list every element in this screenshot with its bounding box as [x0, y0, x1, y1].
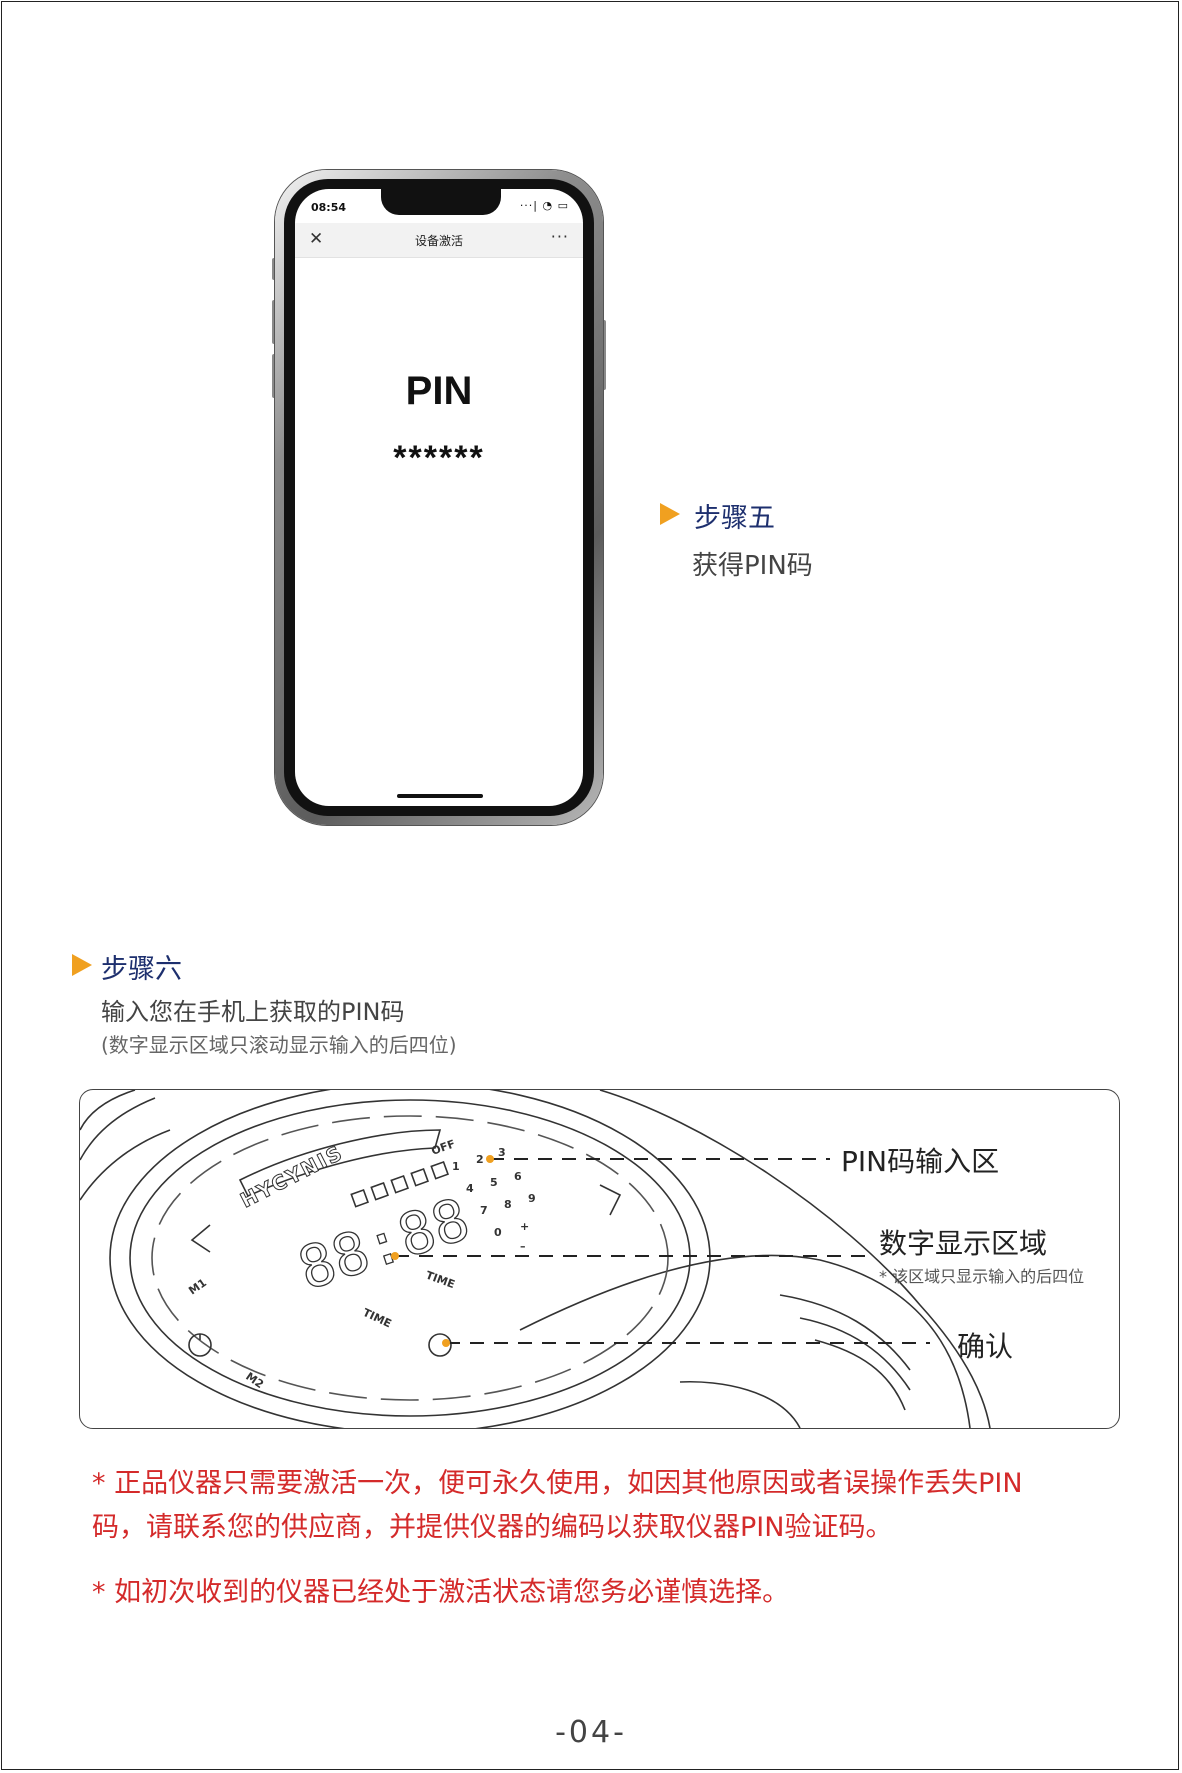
callout-pin-input: PIN码输入区: [841, 1145, 1000, 1178]
phone-notch: [381, 189, 501, 215]
key-plus[interactable]: +: [520, 1220, 529, 1233]
step6-arrow-icon: [72, 954, 92, 976]
device-drawing: 88:88 OFF 1 2 3 4 5 6 7 8 9 0 + – TIME T…: [80, 1090, 991, 1428]
key-5[interactable]: 5: [490, 1176, 498, 1189]
time-minus-label: TIME: [424, 1269, 457, 1291]
step6-desc: 输入您在手机上获取的PIN码: [101, 998, 405, 1026]
page-number: -04-: [555, 1715, 627, 1750]
step5-desc: 获得PIN码: [692, 551, 813, 581]
step6-note: (数字显示区域只滚动显示输入的后四位): [101, 1033, 457, 1057]
key-0[interactable]: 0: [494, 1226, 502, 1239]
home-indicator: [397, 794, 483, 798]
confirm-marker: [442, 1339, 450, 1347]
key-1[interactable]: 1: [452, 1160, 460, 1173]
nav-title: 设备激活: [414, 234, 463, 248]
callout-confirm: 确认: [957, 1330, 1014, 1363]
time-plus-label: TIME: [361, 1306, 394, 1330]
m2-label: M2: [243, 1370, 266, 1391]
nav-bar: ✕ 设备激活 ···: [295, 223, 583, 258]
more-icon[interactable]: ···: [550, 227, 569, 246]
phone-volume-up: [272, 300, 276, 344]
step6-title: 步骤六: [101, 954, 182, 985]
pin-value: ******: [393, 439, 485, 477]
step5-title: 步骤五: [694, 503, 775, 534]
key-2[interactable]: 2: [476, 1153, 484, 1166]
key-minus[interactable]: –: [520, 1240, 526, 1253]
notice-line-2: 码，请联系您的供应商，并提供仪器的编码以获取仪器PIN验证码。: [92, 1512, 893, 1543]
close-icon[interactable]: ✕: [309, 229, 324, 249]
key-6[interactable]: 6: [514, 1170, 522, 1183]
digit-display-marker: [391, 1252, 399, 1260]
phone-power-button: [602, 320, 606, 390]
device-illustration: 88:88 OFF 1 2 3 4 5 6 7 8 9 0 + – TIME T…: [79, 1089, 1120, 1429]
key-3[interactable]: 3: [498, 1146, 506, 1159]
key-4[interactable]: 4: [466, 1182, 474, 1195]
status-time: 08:54: [311, 201, 347, 214]
phone-screen: 08:54 ···| ◔ ▭ ✕ 设备激活 ··· PIN ******: [295, 189, 583, 806]
off-label: OFF: [430, 1137, 457, 1158]
status-icons: ···| ◔ ▭: [519, 199, 569, 212]
phone-volume-down: [272, 354, 276, 398]
callout-digit-display-note: * 该区域只显示输入的后四位: [879, 1267, 1085, 1286]
key-7[interactable]: 7: [480, 1204, 488, 1217]
notice-line-3: * 如初次收到的仪器已经处于激活状态请您务必谨慎选择。: [92, 1577, 790, 1608]
pin-input-marker: [486, 1155, 494, 1163]
phone-mockup: 08:54 ···| ◔ ▭ ✕ 设备激活 ··· PIN ******: [272, 170, 606, 825]
key-8[interactable]: 8: [504, 1198, 512, 1211]
brand-logo: HYCYNIS: [236, 1140, 347, 1212]
m1-label: M1: [186, 1276, 209, 1297]
phone-mute-switch: [272, 258, 276, 280]
step5-arrow-icon: [660, 503, 680, 525]
key-9[interactable]: 9: [528, 1192, 536, 1205]
notice-line-1: * 正品仪器只需要激活一次，便可永久使用，如因其他原因或者误操作丢失PIN: [92, 1468, 1023, 1499]
pin-label: PIN: [405, 369, 473, 413]
callout-digit-display: 数字显示区域: [879, 1227, 1048, 1260]
